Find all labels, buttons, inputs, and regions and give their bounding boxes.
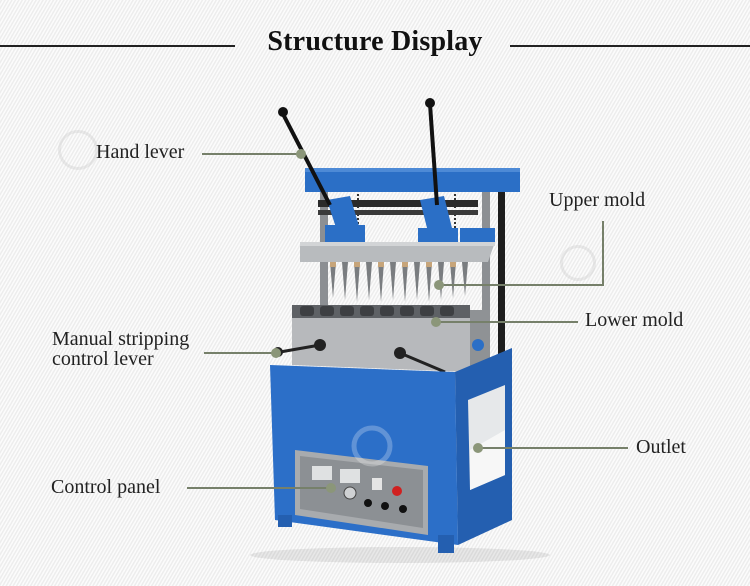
watermark-logo xyxy=(58,130,98,170)
callout-line-control-panel xyxy=(187,487,330,489)
callout-label-control-panel: Control panel xyxy=(51,476,161,498)
callout-label-upper-mold: Upper mold xyxy=(549,189,646,211)
callout-line-manual-stripping xyxy=(204,352,276,354)
callout-dot-hand-lever xyxy=(296,149,306,159)
header-rule-right xyxy=(510,45,750,47)
watermark-logo xyxy=(560,245,596,281)
callout-label-outlet: Outlet xyxy=(636,436,686,458)
callout-dot-lower-mold xyxy=(431,317,441,327)
callout-label-manual-stripping-line1: Manual stripping xyxy=(52,328,190,350)
callout-dot-upper-mold xyxy=(434,280,444,290)
callout-dot-control-panel xyxy=(326,483,336,493)
callout-line-lower-mold xyxy=(436,321,578,323)
callout-line-upper-mold-vertical xyxy=(602,221,604,286)
callout-label-lower-mold: Lower mold xyxy=(585,309,684,331)
callout-line-outlet xyxy=(478,447,628,449)
page-title: Structure Display xyxy=(267,26,483,57)
callout-line-upper-mold-horizontal xyxy=(440,284,604,286)
callout-label-manual-stripping-line2: control lever xyxy=(52,348,154,370)
callout-dot-outlet xyxy=(473,443,483,453)
callout-dot-manual-stripping xyxy=(271,348,281,358)
header-rule-left xyxy=(0,45,235,47)
callout-label-hand-lever: Hand lever xyxy=(96,141,185,163)
callout-line-hand-lever xyxy=(202,153,300,155)
